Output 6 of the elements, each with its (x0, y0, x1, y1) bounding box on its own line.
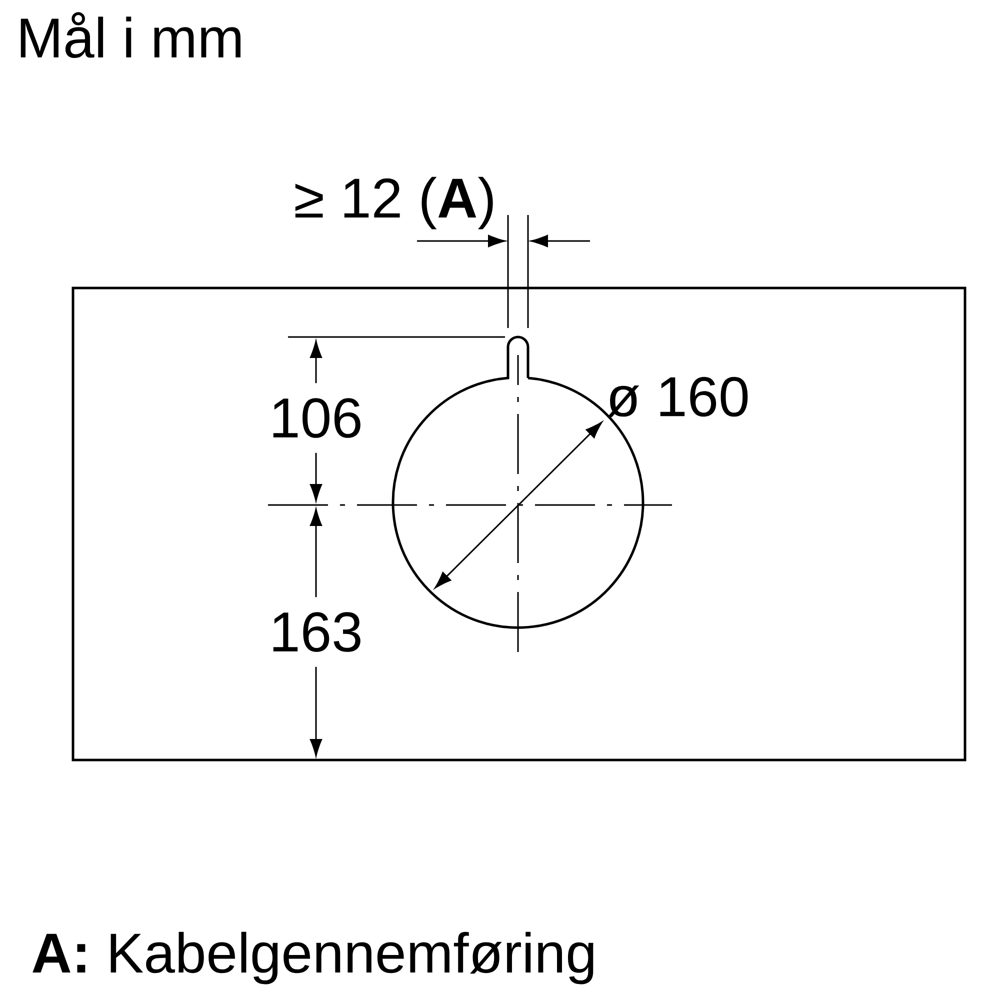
dimension-label: ≥ 12 (A) (295, 176, 493, 230)
note-text: A: Kabelgennemføring (32, 932, 594, 984)
dimension-label: 163 (254, 597, 378, 667)
title: Mål i mm (20, 12, 240, 58)
dimension-label: ø 160 (607, 376, 748, 418)
dimension-label: 106 (254, 383, 378, 453)
